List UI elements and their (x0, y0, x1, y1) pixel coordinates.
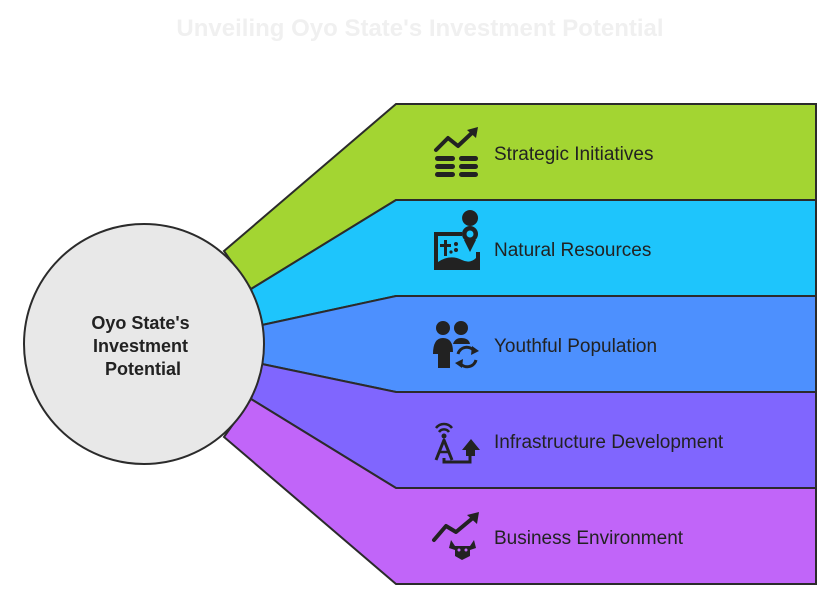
item-youthful-population: Youthful Population (433, 321, 657, 369)
item-strategic-initiatives: Strategic Initiatives (434, 127, 653, 177)
people-refresh-icon (433, 321, 479, 369)
item-label: Youthful Population (494, 336, 657, 357)
item-business-environment: Business Environment (432, 512, 684, 560)
item-label: Business Environment (494, 528, 684, 549)
bull-trend-icon (432, 512, 479, 560)
center-line-2: Investment (93, 336, 188, 356)
center-line-1: Oyo State's (91, 313, 189, 333)
item-natural-resources: Natural Resources (434, 210, 651, 270)
diagram-title: Unveiling Oyo State's Investment Potenti… (176, 15, 663, 42)
item-label: Infrastructure Development (494, 432, 724, 453)
band-shape (222, 397, 817, 585)
item-label: Strategic Initiatives (494, 144, 653, 165)
center-node: Oyo State's Investment Potential (23, 223, 265, 465)
center-label: Oyo State's Investment Potential (91, 313, 194, 379)
item-infrastructure-development: Infrastructure Development (434, 422, 724, 464)
antenna-upload-icon (434, 422, 480, 464)
item-label: Natural Resources (494, 240, 651, 261)
trend-up-stack-icon (434, 127, 478, 177)
band-business-environment (222, 397, 817, 585)
center-circle (23, 223, 265, 465)
landscape-map-pin-icon (434, 210, 480, 270)
center-line-3: Potential (105, 359, 181, 379)
